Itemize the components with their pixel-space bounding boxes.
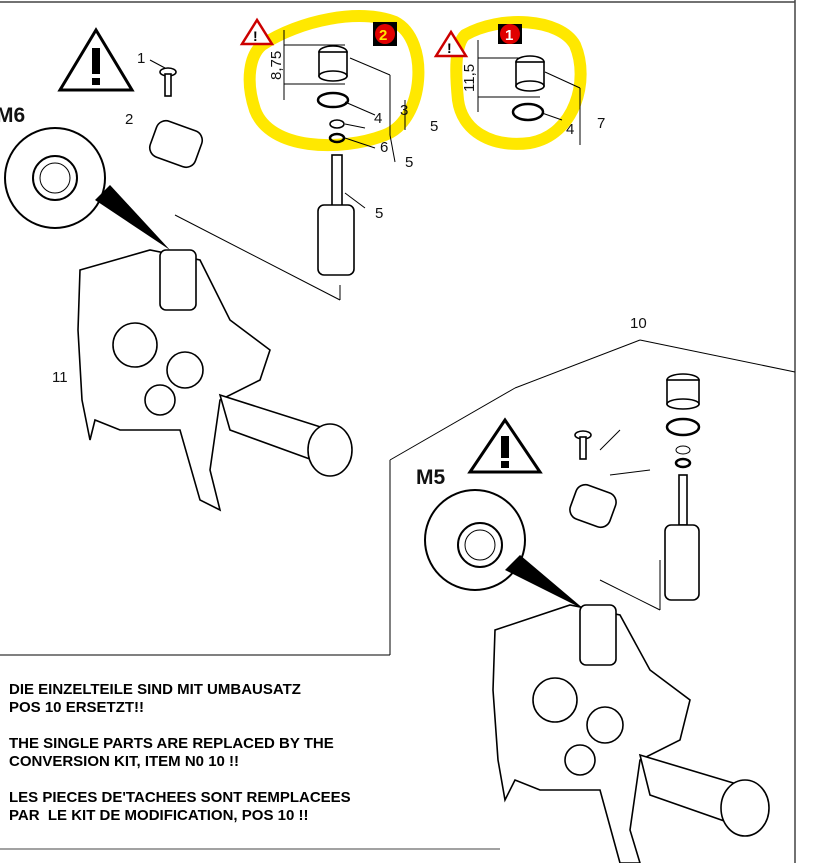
label-m5: M5 — [416, 466, 445, 489]
kit-plate — [569, 483, 617, 529]
kit-piston — [664, 474, 700, 601]
note-de-line-2: POS 10 ERSETZT!! — [9, 699, 145, 716]
label-m6: M6 — [0, 104, 25, 127]
label-item-5-a: 5 — [430, 118, 438, 135]
m5-detail-magnifier — [424, 489, 585, 610]
dimension-11-5: 11,5 — [461, 64, 478, 92]
note-en-line-2: CONVERSION KIT, ITEM N0 10 !! — [9, 753, 240, 770]
kit-valve — [666, 373, 700, 410]
kit-screw — [574, 430, 592, 460]
warning-icon-small-right: ! — [433, 29, 469, 58]
note-fr-line-1: LES PIECES DE'TACHEES SONT REMPLACEES — [9, 789, 351, 806]
washer-left — [329, 119, 345, 129]
label-item-3: 3 — [400, 102, 408, 119]
m6-detail-magnifier — [4, 127, 170, 250]
assembly-lines — [0, 214, 796, 656]
highlight-circle-left — [243, 10, 425, 152]
kit-washer — [675, 445, 691, 455]
valve-part-left — [318, 45, 348, 82]
highlight-circle-right — [450, 16, 587, 150]
kit-o-ring — [665, 417, 701, 437]
dimension-8-75: 8,75 — [268, 51, 285, 80]
valve-part-right — [515, 55, 545, 92]
label-item-2: 2 — [125, 111, 133, 128]
kit-o-ring-small — [674, 457, 692, 469]
svg-text:2: 2 — [379, 27, 387, 44]
label-item-5-c: 5 — [375, 205, 383, 222]
dimension-left — [283, 30, 345, 100]
label-item-1: 1 — [137, 50, 145, 67]
label-item-7: 7 — [597, 115, 605, 132]
label-item-6: 6 — [380, 139, 388, 156]
svg-text:1: 1 — [505, 27, 513, 44]
label-item-10: 10 — [630, 315, 647, 332]
badge-2: 2 — [373, 22, 397, 46]
note-de-line-1: DIE EINZELTEILE SIND MIT UMBAUSATZ — [9, 681, 301, 698]
warning-icon-m5 — [467, 417, 543, 474]
o-ring-small-left — [328, 132, 346, 144]
warning-icon-large — [57, 27, 135, 92]
note-en-line-1: THE SINGLE PARTS ARE REPLACED BY THE — [9, 735, 334, 752]
o-ring-left — [316, 91, 350, 109]
svg-text:!: ! — [447, 40, 452, 56]
warning-icon-small-left: ! — [239, 17, 275, 46]
pump-housing-right — [492, 604, 770, 863]
badge-1: 1 — [498, 24, 522, 44]
pump-housing-left — [77, 249, 353, 512]
label-item-4-right: 4 — [566, 121, 574, 138]
label-item-11: 11 — [52, 369, 68, 386]
note-fr-line-2: PAR LE KIT DE MODIFICATION, POS 10 !! — [9, 807, 309, 824]
piston-left — [317, 154, 355, 276]
o-ring-right — [511, 102, 545, 122]
svg-text:!: ! — [253, 28, 258, 44]
screw-part-1 — [159, 67, 177, 97]
leader-lines-top — [149, 57, 581, 209]
label-item-4-left: 4 — [374, 110, 382, 127]
plate-part-2 — [148, 119, 204, 169]
label-item-5-b: 5 — [405, 154, 413, 171]
